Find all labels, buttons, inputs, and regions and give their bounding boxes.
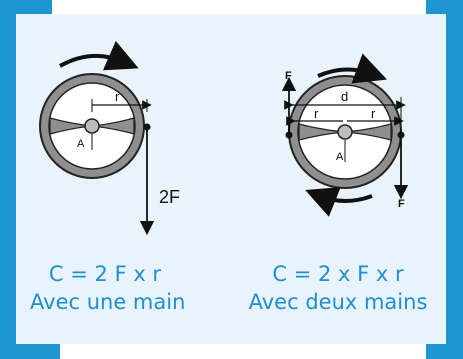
right-top-rotation-arrow [317, 53, 388, 84]
right-formula: C = 2 x F x r [272, 262, 404, 286]
left-caption: Avec une main [30, 290, 186, 314]
left-wheel [39, 73, 145, 179]
right-caption: Avec deux mains [248, 290, 428, 314]
frame-bottom-right-bar [426, 344, 463, 359]
right-label-d: d [341, 89, 348, 104]
frame-right-bar [446, 0, 463, 359]
right-label-A: A [336, 151, 344, 163]
frame-left-bar [0, 0, 16, 359]
left-formula: C = 2 F x r [48, 262, 162, 286]
left-label-A: A [77, 138, 85, 150]
right-label-r-left: r [314, 106, 319, 121]
right-bottom-rotation-arrow [305, 187, 373, 217]
left-label-2F: 2F [159, 187, 180, 207]
right-label-F-top: F [285, 70, 292, 82]
frame-bottom-left-bar [0, 344, 60, 359]
left-label-r: r [115, 89, 120, 104]
right-label-r-right: r [371, 106, 376, 121]
right-label-F-bottom: F [398, 198, 405, 210]
left-rotation-arrow [59, 40, 139, 71]
